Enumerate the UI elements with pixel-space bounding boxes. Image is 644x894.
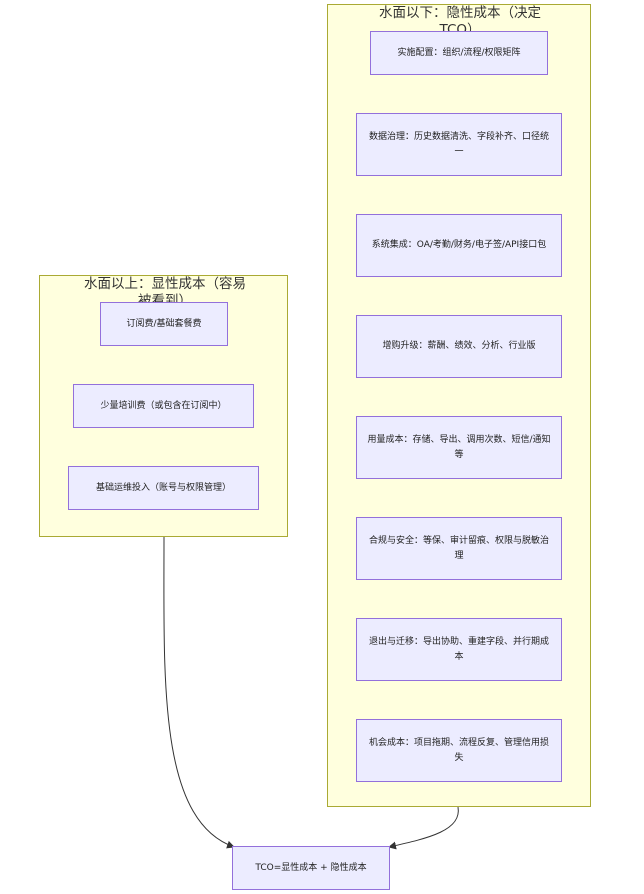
edge-below-to-tco	[388, 806, 459, 850]
node-basic-ops[interactable]: 基础运维投入（账号与权限管理）	[68, 466, 259, 510]
node-data-governance[interactable]: 数据治理：历史数据清洗、字段补齐、口径统一	[356, 113, 562, 176]
node-training-fee[interactable]: 少量培训费（或包含在订阅中）	[73, 384, 254, 428]
node-upgrade-label: 增购升级：薪酬、绩效、分析、行业版	[382, 341, 536, 351]
node-opportunity-cost[interactable]: 机会成本：项目拖期、流程反复、管理信用损失	[356, 719, 562, 782]
node-exit-migration-label: 退出与迁移：导出协助、重建字段、并行期成本	[368, 636, 549, 662]
node-basic-ops-label: 基础运维投入（账号与权限管理）	[95, 482, 231, 493]
node-exit-migration[interactable]: 退出与迁移：导出协助、重建字段、并行期成本	[356, 618, 562, 681]
node-tco-result[interactable]: TCO=显性成本 + 隐性成本	[232, 846, 390, 890]
node-subscription-fee-label: 订阅费/基础套餐费	[126, 318, 202, 329]
node-data-governance-label: 数据治理：历史数据清洗、字段补齐、口径统一	[368, 131, 549, 157]
edge-above-to-tco	[163, 536, 235, 849]
node-usage-cost[interactable]: 用量成本：存储、导出、调用次数、短信/通知等	[356, 416, 562, 479]
node-subscription-fee[interactable]: 订阅费/基础套餐费	[100, 302, 228, 346]
node-implementation-label: 实施配置：组织/流程/权限矩阵	[397, 47, 521, 58]
node-compliance[interactable]: 合规与安全：等保、审计留痕、权限与脱敏治理	[356, 517, 562, 580]
node-system-integration[interactable]: 系统集成：OA/考勤/财务/电子签/API接口包	[356, 214, 562, 277]
node-system-integration-label: 系统集成：OA/考勤/财务/电子签/API接口包	[371, 240, 547, 250]
node-training-fee-label: 少量培训费（或包含在订阅中）	[100, 400, 227, 411]
node-compliance-label: 合规与安全：等保、审计留痕、权限与脱敏治理	[368, 535, 549, 561]
node-tco-result-label: TCO=显性成本 + 隐性成本	[255, 862, 367, 873]
node-implementation[interactable]: 实施配置：组织/流程/权限矩阵	[370, 31, 548, 75]
node-opportunity-cost-label: 机会成本：项目拖期、流程反复、管理信用损失	[368, 737, 549, 763]
node-upgrade[interactable]: 增购升级：薪酬、绩效、分析、行业版	[356, 315, 562, 378]
node-usage-cost-label: 用量成本：存储、导出、调用次数、短信/通知等	[367, 434, 551, 460]
